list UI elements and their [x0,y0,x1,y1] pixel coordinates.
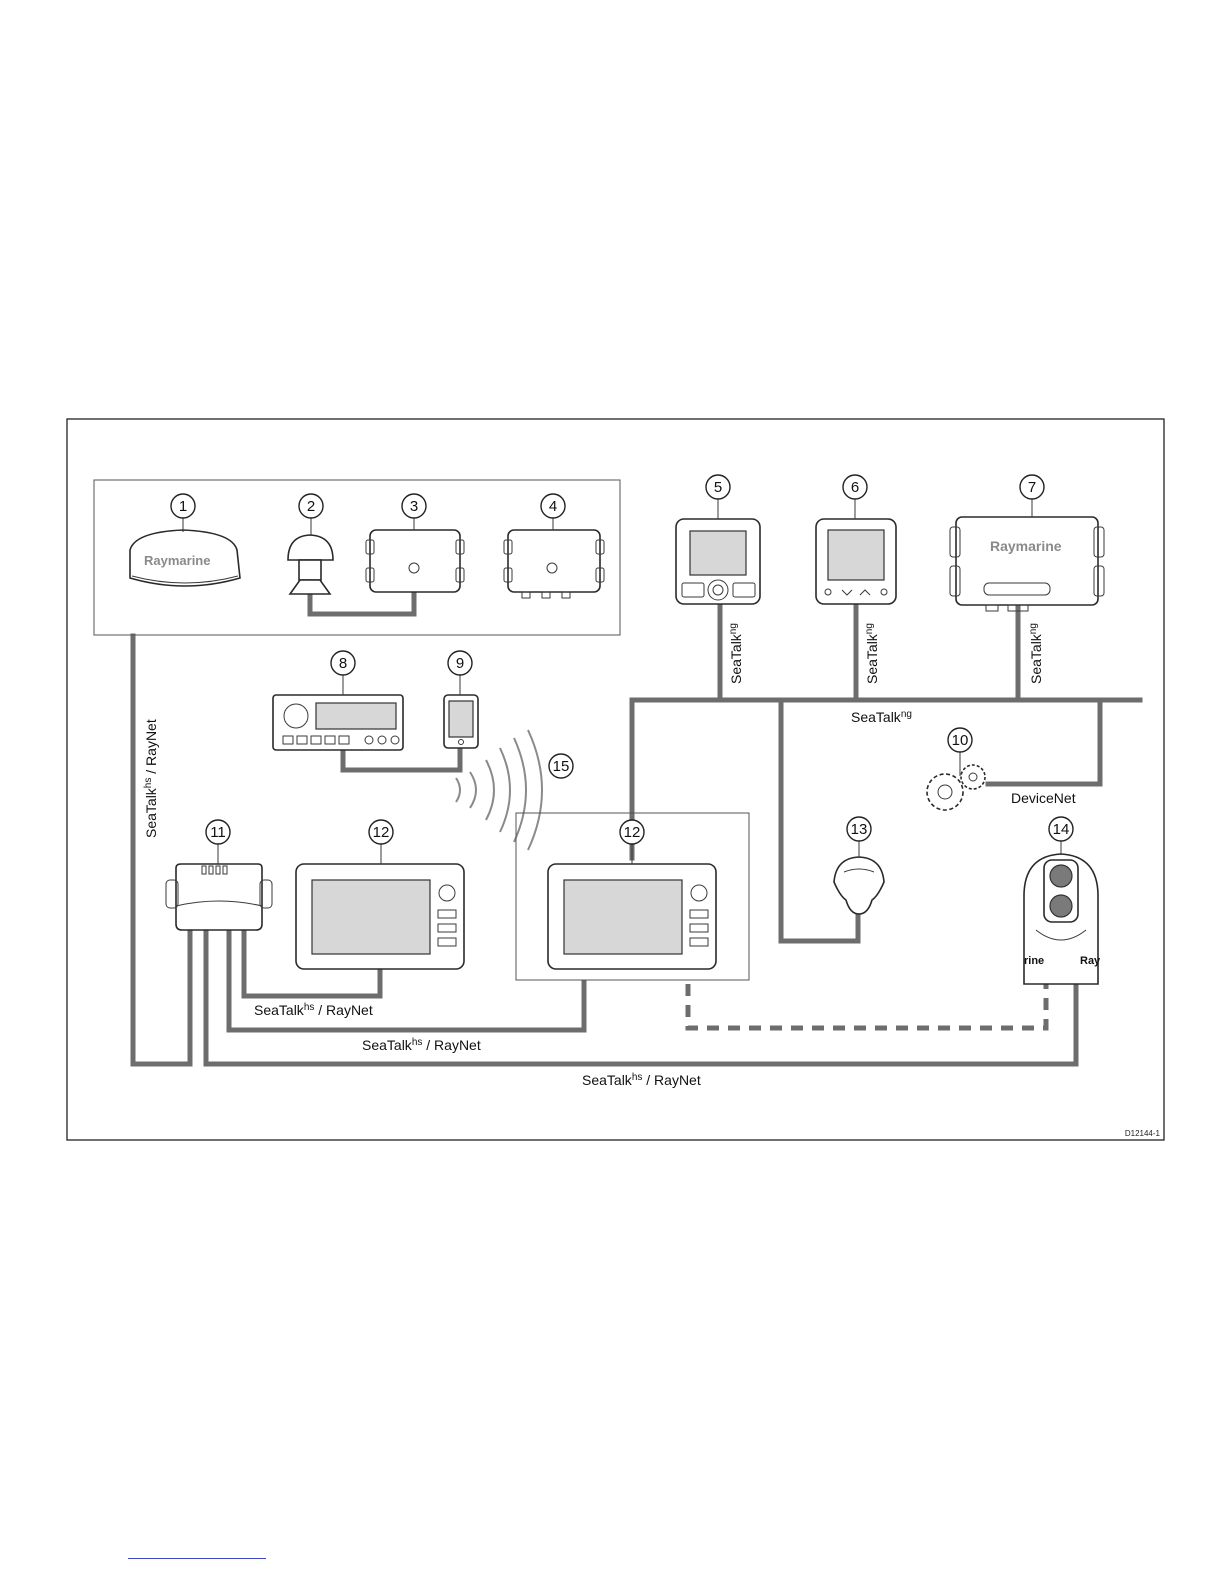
camera-brand-right: Ray [1080,955,1101,967]
multifunction-display-b[interactable] [548,864,716,969]
instrument-module[interactable] [504,530,604,598]
svg-text:6: 6 [851,479,859,496]
callout-1: 1 [171,494,195,532]
camera-brand-left: rine [1024,955,1044,967]
callout-9: 9 [448,651,472,695]
callout-8: 8 [331,651,355,695]
thermal-camera[interactable]: rine Ray [1024,854,1101,984]
radar-dome[interactable]: Raymarine [130,530,240,586]
heading-sensor[interactable] [834,857,884,914]
seatalkng-backbone-label: SeaTalkng [851,709,912,725]
footer-link-underline[interactable] [128,1558,266,1559]
callout-5: 5 [706,475,730,519]
svg-text:8: 8 [339,655,347,672]
callout-13: 13 [847,817,871,857]
radar-brand-text: Raymarine [144,553,210,568]
pod-brand-text: Raymarine [990,538,1062,554]
gps-ais-cable [310,594,414,614]
callout-6: 6 [843,475,867,519]
callout-2: 2 [299,494,323,535]
smartphone[interactable] [444,695,478,748]
multifunction-display-a[interactable] [296,864,464,969]
seatalkng-drop-13 [781,700,858,941]
svg-text:9: 9 [456,655,464,672]
seatalkng-label-7: SeaTalkng [1028,623,1044,684]
vhf-phone-cable [343,748,460,770]
callout-12-a: 12 [369,820,393,864]
callout-12-b: 12 [620,820,644,864]
svg-text:7: 7 [1028,479,1036,496]
video-dashed-cable [688,984,1046,1028]
svg-text:5: 5 [714,479,722,496]
svg-text:11: 11 [210,824,226,841]
seatalkhs-display-b-label: SeaTalkhs / RayNet [362,1037,481,1053]
svg-text:15: 15 [553,758,570,775]
callout-3: 3 [402,494,426,530]
ais-unit[interactable] [366,530,464,592]
svg-text:13: 13 [851,821,868,838]
svg-text:12: 12 [624,824,641,841]
callout-4: 4 [541,494,565,530]
seatalkng-label-6: SeaTalkng [864,623,880,684]
devicenet-label: DeviceNet [1011,790,1076,806]
seatalkhs-camera-label: SeaTalkhs / RayNet [582,1072,701,1088]
svg-text:4: 4 [549,498,557,515]
seatalkhs-display-a-label: SeaTalkhs / RayNet [254,1002,373,1018]
svg-text:14: 14 [1053,821,1070,838]
callout-15: 15 [549,754,573,778]
processor-pod[interactable]: Raymarine [950,517,1104,611]
callout-11: 11 [206,820,230,864]
svg-text:2: 2 [307,498,315,515]
instrument-display[interactable] [816,519,896,604]
svg-text:3: 3 [410,498,418,515]
drawing-reference: D12144-1 [1125,1129,1161,1138]
vhf-radio[interactable] [273,695,403,750]
callout-14: 14 [1049,817,1073,855]
autopilot-control-head[interactable] [676,519,760,604]
seatalkhs-radar-label: SeaTalkhs / RayNet [143,719,159,838]
gps-antenna[interactable] [288,535,333,594]
svg-text:10: 10 [952,732,969,749]
svg-text:1: 1 [179,498,187,515]
network-switch[interactable] [166,864,272,930]
svg-text:12: 12 [373,824,390,841]
callout-7: 7 [1020,475,1044,517]
seatalkhs-radar-cable [133,636,190,1064]
devicenet-cable [988,700,1100,784]
gears-icon [927,765,985,810]
seatalkng-label-5: SeaTalkng [728,623,744,684]
